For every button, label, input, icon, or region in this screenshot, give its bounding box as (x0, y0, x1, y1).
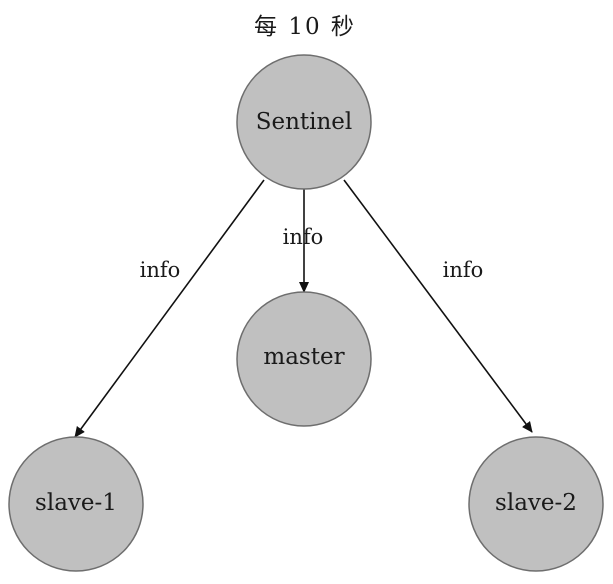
node-master-circle (236, 291, 372, 427)
node-slave-2: slave-2 (468, 436, 604, 572)
node-slave-2-circle (468, 436, 604, 572)
node-master-label: master (263, 344, 344, 370)
edge-sentinel-to-slave-1 (74, 179, 265, 438)
node-sentinel-label: Sentinel (256, 109, 353, 135)
node-slave-1-label: slave-1 (35, 490, 117, 516)
node-slave-2-label: slave-2 (495, 490, 577, 516)
diagram-title: 每 10 秒 (254, 14, 356, 40)
edge-label-to-slave-2: info (443, 258, 484, 282)
node-slave-1-circle (8, 436, 144, 572)
edge-label-to-master: info (283, 225, 324, 249)
node-slave-1: slave-1 (8, 436, 144, 572)
edge-sentinel-to-slave-2 (343, 179, 533, 433)
node-master: master (236, 291, 372, 427)
node-sentinel-circle (236, 54, 372, 190)
edge-label-to-slave-1: info (140, 258, 181, 282)
node-sentinel: Sentinel (236, 54, 372, 190)
